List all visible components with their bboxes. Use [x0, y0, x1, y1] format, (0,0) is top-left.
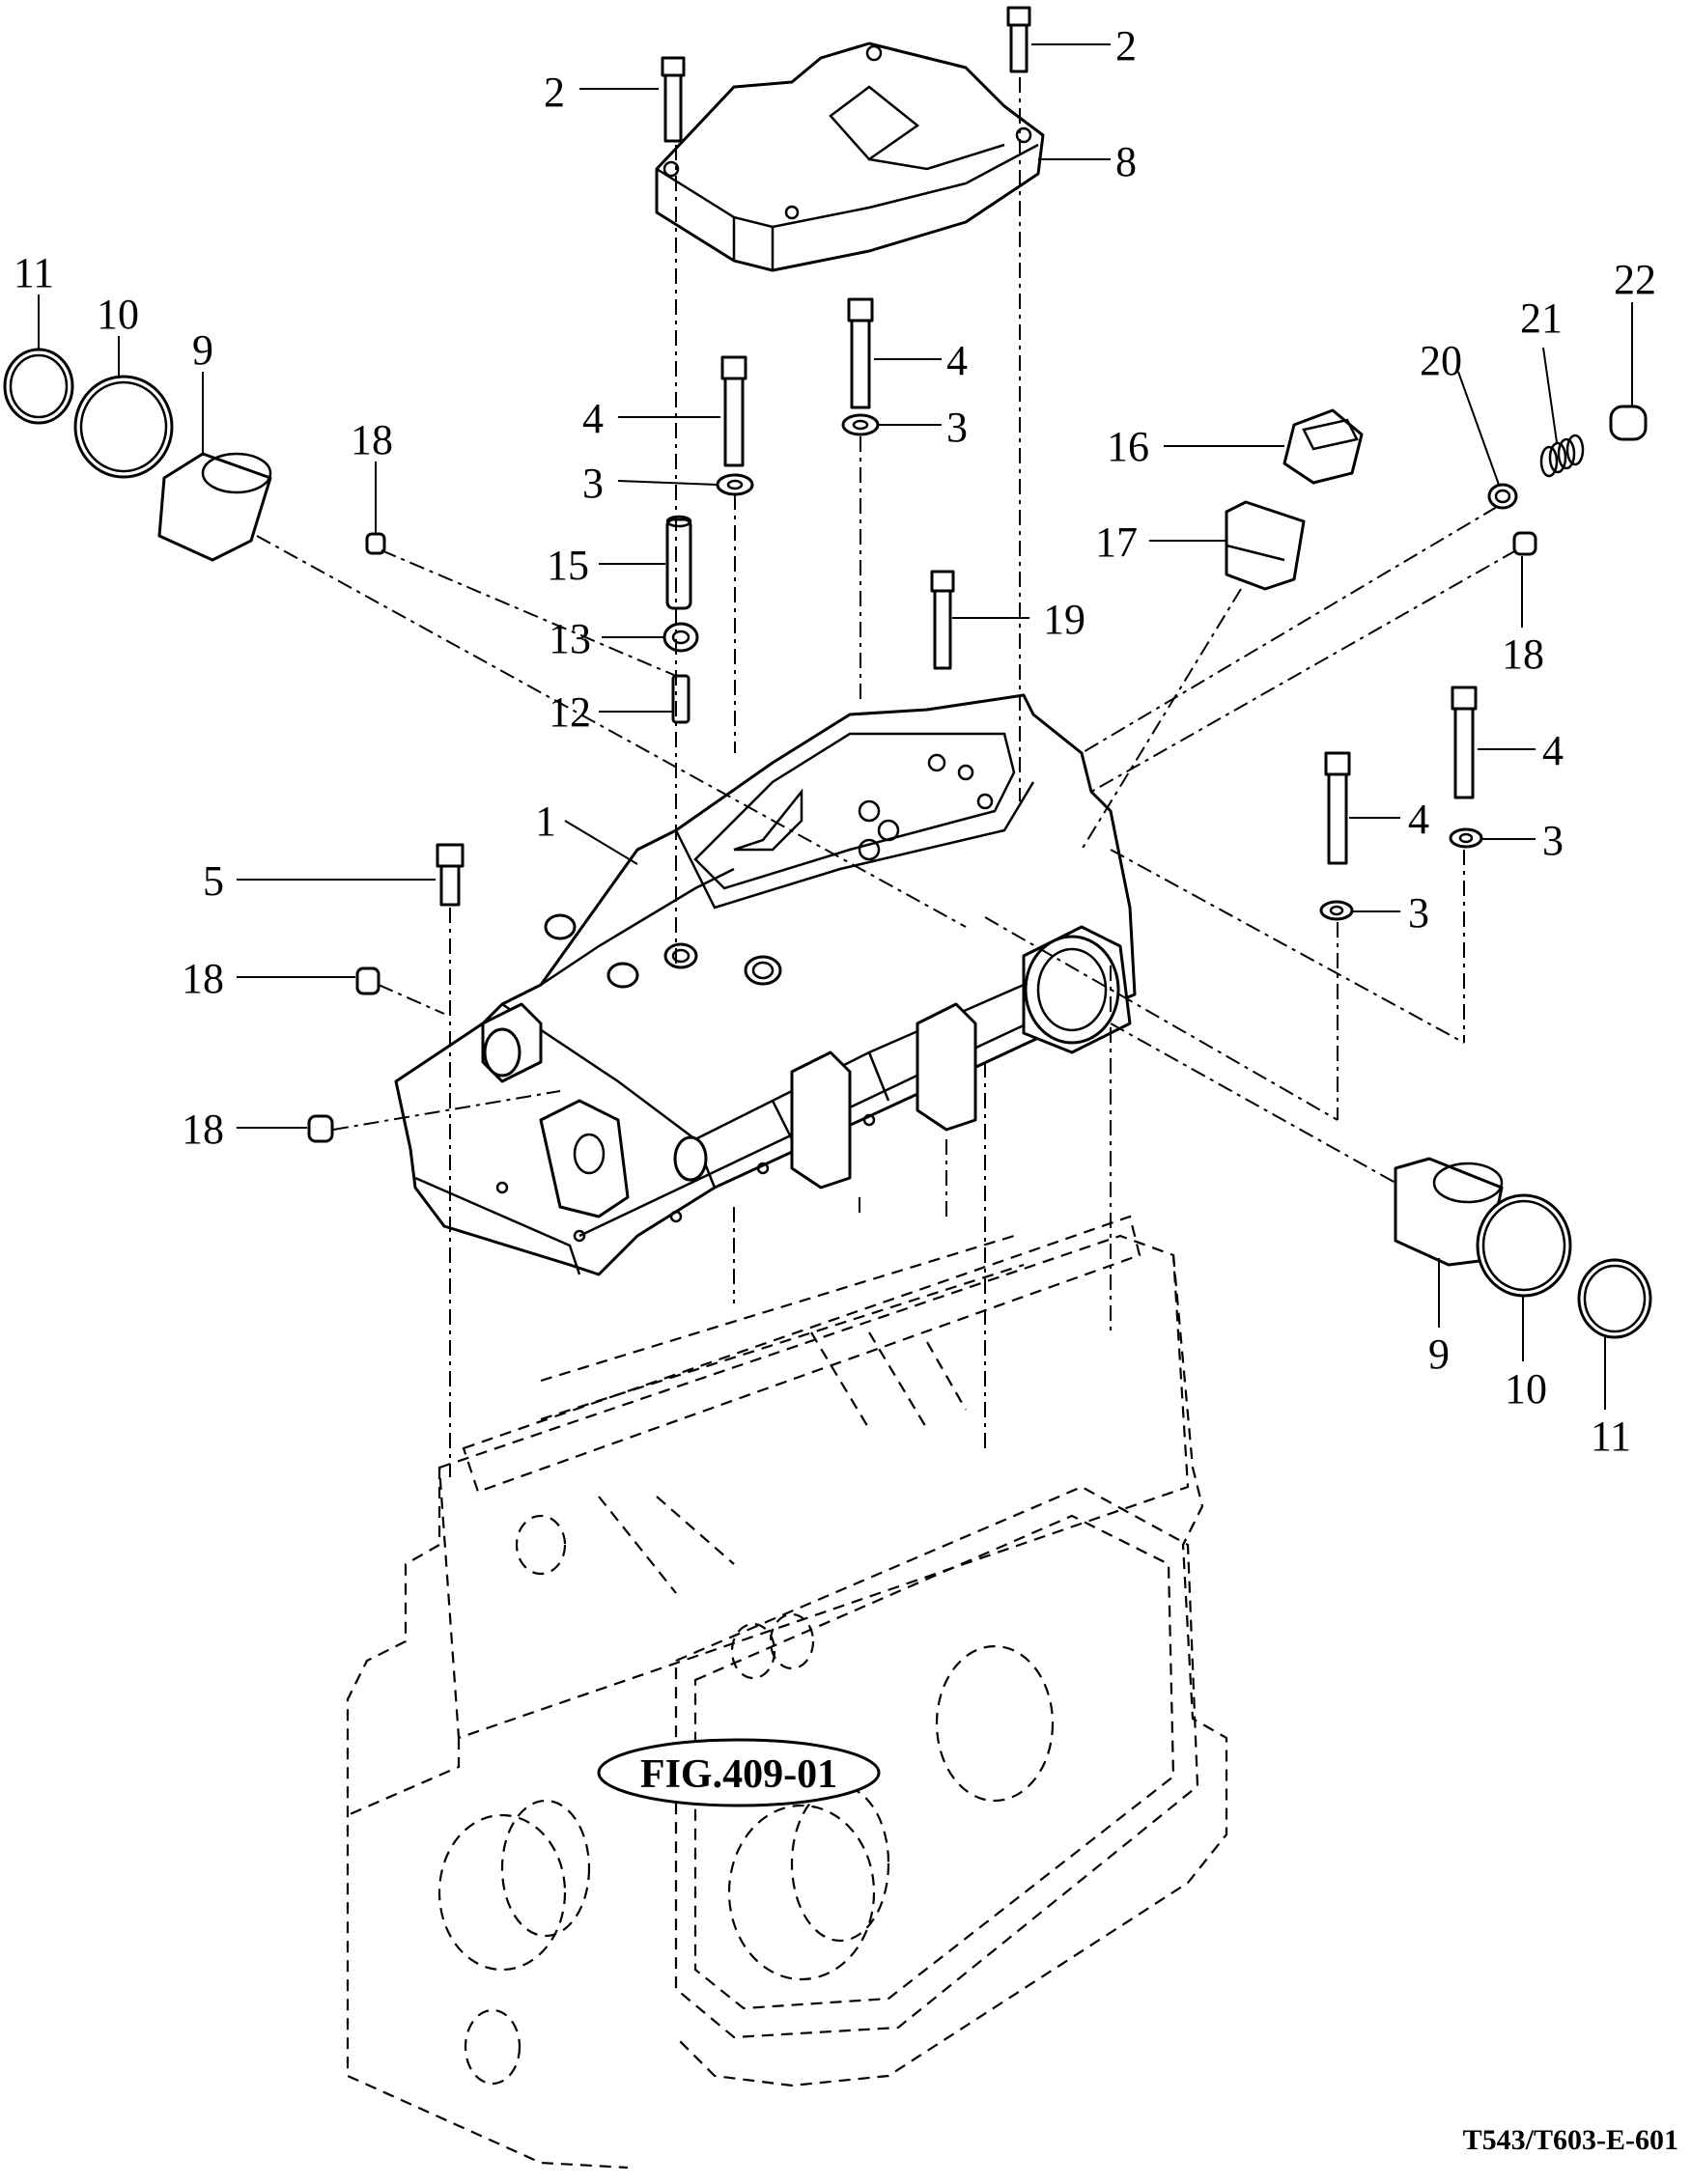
bolt-2-right	[1006, 6, 1031, 73]
callout-22: 22	[1614, 256, 1656, 303]
seal-20	[1487, 483, 1518, 510]
snap-ring-11-left	[3, 348, 74, 425]
callout-4-d: 4	[1408, 796, 1429, 843]
bolt-4-right-a	[1451, 686, 1478, 799]
assembly-lines	[256, 77, 1517, 1477]
callout-12: 12	[549, 688, 591, 736]
callout-4-c: 4	[1542, 727, 1564, 774]
sensor-17	[1225, 500, 1306, 591]
figure-reference[interactable]: FIG.409-01	[597, 1738, 881, 1807]
callout-18-b: 18	[1502, 630, 1544, 678]
cap-22	[1609, 405, 1648, 441]
callout-2-right: 2	[1115, 22, 1137, 70]
callout-16: 16	[1107, 423, 1149, 470]
callout-4-a: 4	[582, 395, 604, 442]
figure-reference-text: FIG.409-01	[640, 1752, 837, 1797]
callout-18-c: 18	[182, 955, 224, 1002]
callout-3-b: 3	[946, 404, 968, 451]
callout-10-left: 10	[97, 291, 139, 338]
lift-housing-body	[394, 693, 1137, 1276]
bolt-4-center-left	[720, 355, 747, 467]
callout-18-d: 18	[182, 1106, 224, 1153]
callout-2-left: 2	[544, 69, 565, 116]
callout-11-right: 11	[1591, 1413, 1631, 1460]
callout-19: 19	[1043, 596, 1085, 643]
callout-9-left: 9	[192, 326, 213, 374]
callout-13: 13	[549, 615, 591, 662]
leader-lines	[38, 43, 1633, 1410]
spring-21	[1539, 434, 1585, 478]
callout-5: 5	[203, 857, 224, 905]
callout-1: 1	[535, 798, 556, 845]
seal-ring-10-right	[1476, 1193, 1572, 1298]
bolt-4-center-right	[847, 297, 874, 409]
plug-16	[1282, 408, 1364, 485]
bolt-19	[930, 570, 955, 670]
callout-10-right: 10	[1505, 1365, 1547, 1413]
callout-18-a: 18	[351, 416, 393, 463]
callout-4-b: 4	[946, 337, 968, 384]
bushing-9-left	[157, 452, 272, 562]
callout-15: 15	[547, 542, 589, 589]
callout-21: 21	[1520, 294, 1563, 342]
callout-11-left: 11	[14, 249, 54, 296]
callout-17: 17	[1095, 518, 1138, 566]
callout-9-right: 9	[1428, 1330, 1450, 1378]
snap-ring-11-right	[1577, 1258, 1652, 1339]
transmission-housing-outline	[346, 1215, 1228, 2170]
callout-8: 8	[1115, 138, 1137, 185]
callout-20: 20	[1420, 337, 1462, 384]
pin-15	[665, 515, 692, 610]
callout-3-d: 3	[1408, 889, 1429, 937]
ring-13	[662, 622, 699, 653]
callout-3-a: 3	[582, 460, 604, 507]
callouts: 2 2 8 11 10 9 18 4 3 4 3 16 15 17 20 21 …	[14, 22, 1656, 1460]
bolt-2-left	[661, 56, 686, 143]
drawing-code: T543/T603-E-601	[1463, 2124, 1678, 2156]
callout-3-c: 3	[1542, 817, 1564, 864]
top-cover	[655, 42, 1045, 272]
bolt-5	[436, 843, 465, 907]
plugs-18	[307, 531, 1537, 1143]
bolt-4-right-b	[1324, 751, 1351, 865]
seal-ring-10-left	[73, 375, 174, 479]
